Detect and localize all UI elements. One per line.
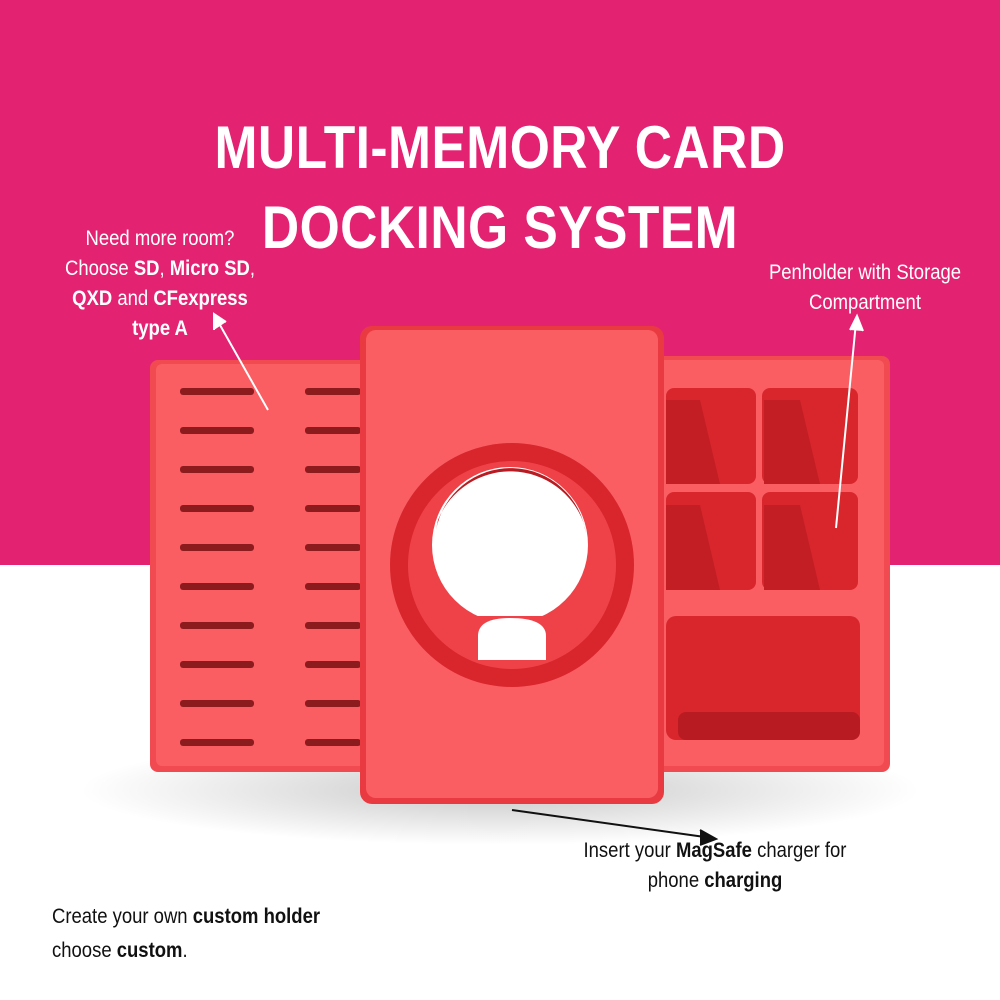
compartment-mid-left <box>666 492 756 590</box>
text-period: . <box>182 939 188 962</box>
callout-card-line-2: Choose SD, Micro SD, <box>46 254 275 284</box>
card-slot <box>180 505 254 512</box>
text-charging: charging <box>704 869 783 892</box>
text-choose: Choose <box>64 257 134 280</box>
callout-card-line-1: Need more room? <box>85 227 235 250</box>
callout-pen-line-1: Penholder with Storage <box>768 261 962 284</box>
card-slot <box>180 700 254 707</box>
card-slot <box>305 505 361 512</box>
card-slot <box>180 661 254 668</box>
title-line-2: DOCKING SYSTEM <box>261 194 739 261</box>
text-charger-for: charger for <box>751 839 847 862</box>
callout-card-line-3: QXD and CFexpress <box>46 284 275 314</box>
text-type-a: type A <box>132 317 188 340</box>
callout-card-line-4: type A <box>46 314 275 344</box>
text-create-your-own: Create your own <box>52 905 193 928</box>
card-slot <box>305 700 361 707</box>
card-slot <box>180 622 254 629</box>
text-comma-2: , <box>249 257 256 280</box>
arrow-cards <box>213 312 269 411</box>
text-sd: SD <box>133 257 160 280</box>
callout-custom-line-2: choose custom. <box>52 934 369 968</box>
compartment-top-left <box>666 388 756 484</box>
card-slot <box>180 739 254 746</box>
card-slot <box>305 622 361 629</box>
card-slot <box>305 544 361 551</box>
text-cfexpress: CFexpress <box>153 287 248 310</box>
text-micro-sd: Micro SD <box>169 257 250 280</box>
text-custom: custom <box>116 939 183 962</box>
callout-pen-line-2: Compartment <box>809 291 921 314</box>
arrow-magsafe <box>511 809 719 846</box>
card-slot <box>180 544 254 551</box>
card-slot <box>305 661 361 668</box>
callout-card-options: Need more room? Choose SD, Micro SD, QXD… <box>46 224 275 344</box>
callout-custom-line-1: Create your own custom holder <box>52 900 369 934</box>
card-slot <box>305 388 361 395</box>
callout-custom: Create your own custom holder choose cus… <box>52 900 369 968</box>
compartment-mid-right <box>762 492 858 590</box>
text-qxd: QXD <box>72 287 113 310</box>
card-slot <box>305 583 361 590</box>
text-insert-your: Insert your <box>583 839 676 862</box>
card-holder-module <box>150 360 410 772</box>
title-line-1: MULTI-MEMORY CARD <box>214 114 786 181</box>
card-slot <box>305 466 361 473</box>
text-and: and <box>112 287 154 310</box>
card-slot <box>305 427 361 434</box>
card-slot <box>180 427 254 434</box>
callout-mag-line-1: Insert your MagSafe charger for <box>561 836 869 866</box>
card-slot <box>305 739 361 746</box>
page-title: MULTI-MEMORY CARD DOCKING SYSTEM <box>70 108 930 268</box>
penholder-module <box>610 356 890 772</box>
callout-penholder: Penholder with Storage Compartment <box>737 258 992 318</box>
callout-magsafe: Insert your MagSafe charger for phone ch… <box>561 836 869 896</box>
card-slots <box>180 388 361 746</box>
text-choose-lower: choose <box>52 939 117 962</box>
magsafe-hole <box>432 467 588 623</box>
text-custom-holder: custom holder <box>192 905 321 928</box>
text-comma: , <box>159 257 170 280</box>
card-slot <box>180 466 254 473</box>
magsafe-module <box>360 326 664 804</box>
text-magsafe: MagSafe <box>675 839 752 862</box>
compartment-top-right <box>762 388 858 484</box>
arrow-penholder <box>835 313 864 529</box>
card-slot <box>180 388 254 395</box>
card-slot <box>180 583 254 590</box>
callout-mag-line-2: phone charging <box>561 866 869 896</box>
compartment-bottom-wide <box>666 616 860 740</box>
text-phone: phone <box>647 869 705 892</box>
cable-opening <box>478 618 546 660</box>
